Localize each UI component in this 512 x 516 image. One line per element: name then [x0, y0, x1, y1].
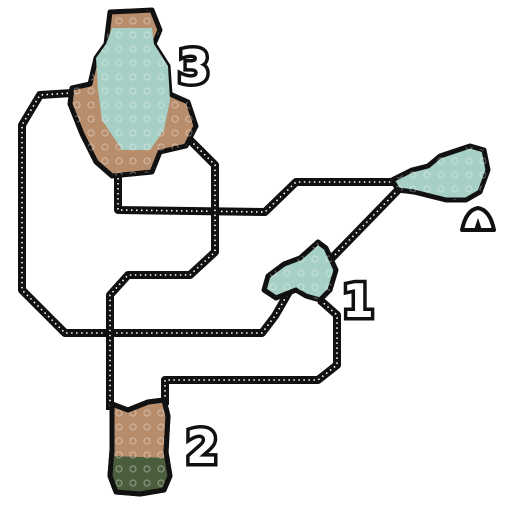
trail-3-to-camp: [114, 168, 400, 216]
trail-left-loop: [18, 88, 294, 337]
camp-zone[interactable]: [389, 143, 491, 203]
trails: [18, 88, 403, 410]
area-2-zone[interactable]: [107, 397, 173, 497]
area-3-label: 3: [174, 40, 213, 94]
trail-1-to-2: [161, 297, 341, 405]
area-3-zone[interactable]: [67, 7, 199, 179]
area-1-label: 1: [338, 274, 377, 328]
trail-3-to-2: [106, 137, 219, 410]
area-1-zone[interactable]: [261, 239, 339, 303]
area-2-label: 2: [182, 420, 221, 474]
camp-tent-icon[interactable]: [460, 206, 496, 232]
